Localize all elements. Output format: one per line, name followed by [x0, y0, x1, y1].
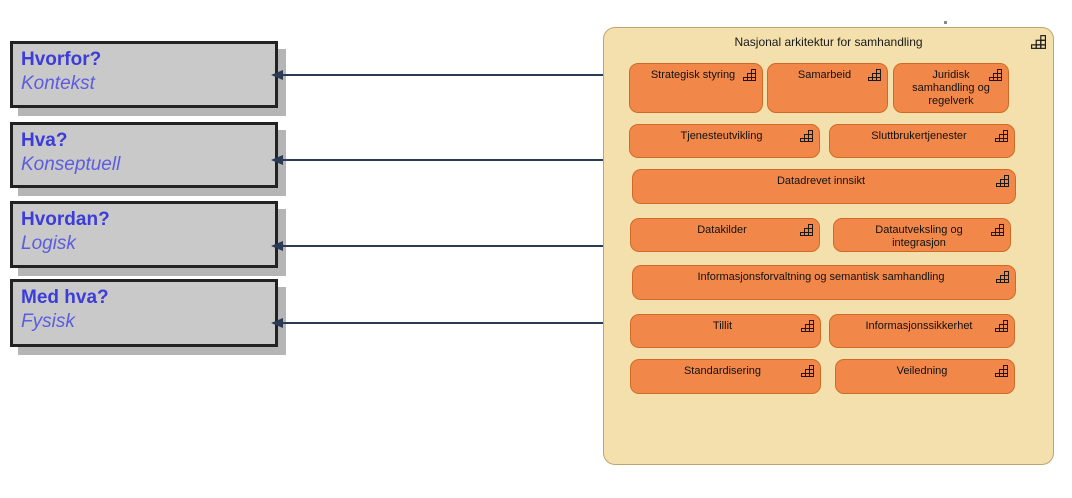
capability-datakilder: Datakilder [630, 218, 820, 252]
capability-grid-icon [1031, 35, 1046, 54]
capability-grid-icon [800, 224, 813, 240]
logo-letter-partial: D [28, 491, 61, 498]
level-box-kontekst: Hvorfor? Kontekst [10, 41, 278, 108]
arrowhead-icon [271, 70, 283, 80]
capability-standardisering: Standardisering [630, 359, 821, 394]
capability-grid-icon [996, 175, 1009, 191]
capability-grid-icon [801, 320, 814, 336]
capability-label: Informasjonsforvaltning og semantisk sam… [697, 271, 945, 283]
level-question: Hvorfor? [21, 49, 102, 70]
capability-informasjonssikkerhet: Informasjonssikkerhet [829, 314, 1015, 348]
level-label: Konseptuell [21, 154, 121, 175]
capability-grid-icon [743, 69, 756, 85]
level-label: Kontekst [21, 73, 95, 94]
stray-dot [944, 21, 947, 24]
level-question: Med hva? [21, 287, 109, 308]
capability-grid-icon [995, 130, 1008, 146]
level-label: Fysisk [21, 311, 75, 332]
architecture-title: Nasjonal arkitektur for samhandling [734, 35, 923, 49]
capability-label: Datadrevet innsikt [776, 175, 866, 187]
capability-grid-icon [800, 130, 813, 146]
capability-label: Sluttbrukertjenester [871, 130, 967, 142]
arrowhead-icon [271, 241, 283, 251]
capability-grid-icon [868, 69, 881, 85]
capability-label: Tillit [712, 320, 733, 332]
capability-tillit: Tillit [630, 314, 821, 348]
capability-strategisk-styring: Strategisk styring [629, 63, 763, 113]
capability-label: Datautveksling og integrasjon [875, 224, 963, 249]
level-box-fysisk: Med hva? Fysisk [10, 279, 278, 347]
capability-datautveksling-integrasjon: Datautveksling og integrasjon [833, 218, 1011, 252]
capability-tjenesteutvikling: Tjenesteutvikling [629, 124, 820, 158]
level-question: Hvordan? [21, 209, 110, 230]
level-box-konseptuell: Hva? Konseptuell [10, 122, 278, 188]
arrow-line-fysisk [283, 322, 603, 324]
capability-label: Veiledning [896, 365, 948, 377]
capability-informasjonsforvaltning: Informasjonsforvaltning og semantisk sam… [632, 265, 1016, 300]
capability-juridisk-samhandling: Juridisk samhandling og regelverk [893, 63, 1009, 113]
arrowhead-icon [271, 318, 283, 328]
arrow-line-logisk [283, 245, 603, 247]
capability-grid-icon [989, 69, 1002, 85]
capability-grid-icon [991, 224, 1004, 240]
capability-label: Juridisk samhandling og regelverk [912, 69, 990, 107]
arrow-line-konseptuell [283, 159, 603, 161]
level-question: Hva? [21, 130, 68, 151]
arrowhead-icon [271, 155, 283, 165]
capability-grid-icon [995, 365, 1008, 381]
capability-datadrevet-innsikt: Datadrevet innsikt [632, 169, 1016, 204]
capability-grid-icon [996, 271, 1009, 287]
level-label: Logisk [21, 233, 76, 254]
capability-label: Tjenesteutvikling [680, 130, 763, 142]
capability-label: Informasjonssikkerhet [865, 320, 973, 332]
capability-grid-icon [995, 320, 1008, 336]
capability-veiledning: Veiledning [835, 359, 1015, 394]
capability-sluttbrukertjenester: Sluttbrukertjenester [829, 124, 1015, 158]
architecture-container: Nasjonal arkitektur for samhandling Stra… [603, 27, 1054, 465]
capability-label: Strategisk styring [650, 69, 736, 81]
capability-label: Samarbeid [797, 69, 852, 81]
capability-label: Standardisering [683, 365, 762, 377]
capability-grid-icon [801, 365, 814, 381]
level-box-logisk: Hvordan? Logisk [10, 201, 278, 268]
capability-label: Datakilder [697, 224, 747, 236]
arrow-line-kontekst [283, 74, 603, 76]
capability-samarbeid: Samarbeid [767, 63, 888, 113]
